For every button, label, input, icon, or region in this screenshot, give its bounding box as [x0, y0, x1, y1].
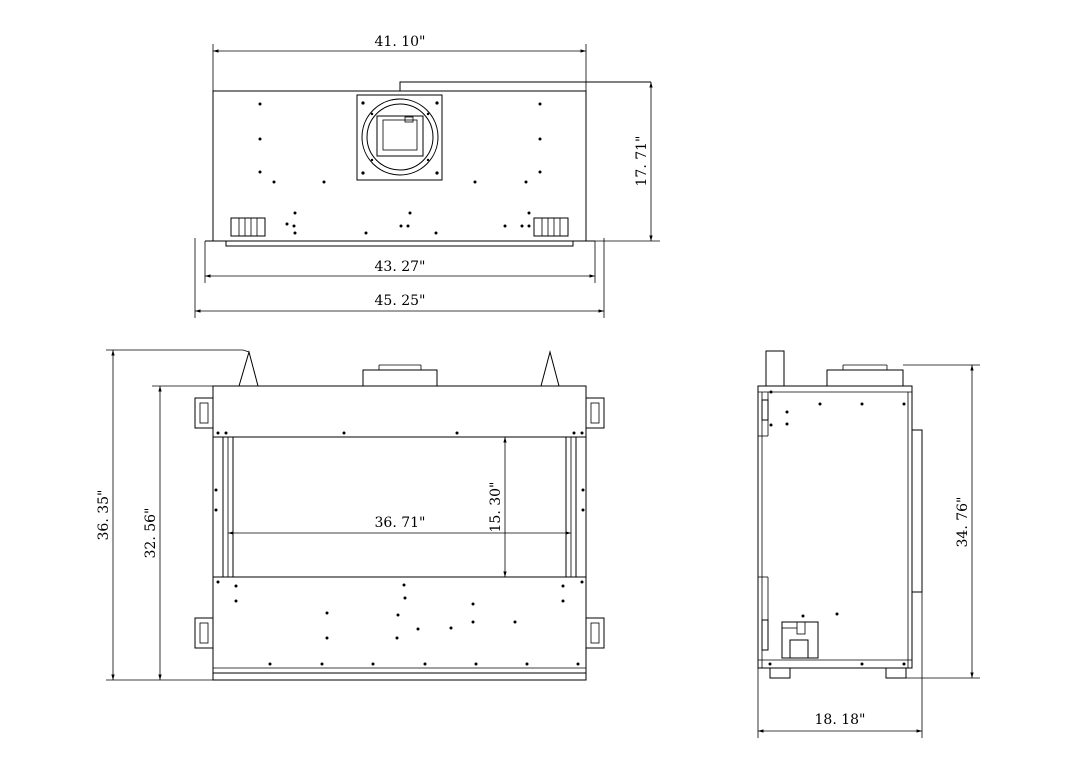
- dimension-front-body-height: 32. 56": [143, 385, 213, 680]
- bracket-right: [533, 217, 569, 237]
- dimension-front-overall-height: 36. 35": [96, 349, 250, 681]
- dim-label-36-35: 36. 35": [96, 490, 112, 541]
- bracket-left: [230, 217, 266, 237]
- dimension-top-width: 41. 10": [212, 34, 587, 91]
- dim-label-15-30: 15. 30": [488, 482, 504, 533]
- front-view: 36. 35" 32. 56" 36. 71" 15. 30": [96, 349, 605, 681]
- dimension-opening-width: 36. 71": [228, 515, 571, 535]
- dim-label-45-25: 45. 25": [375, 293, 426, 309]
- dimension-side-height: 34. 76": [903, 364, 980, 679]
- dim-label-43-27: 43. 27": [375, 259, 426, 275]
- screw-holes: [258, 102, 542, 235]
- dim-label-17-71: 17. 71": [634, 136, 650, 187]
- dim-label-18-18: 18. 18": [815, 712, 866, 728]
- dim-label-34-76: 34. 76": [955, 497, 971, 548]
- dim-label-36-71: 36. 71": [375, 515, 426, 531]
- dimension-top-depth: 17. 71": [595, 82, 660, 242]
- dimension-top-flange: 43. 27": [204, 241, 596, 283]
- vent-collar: [356, 94, 443, 181]
- dimension-opening-height: 15. 30": [488, 437, 507, 577]
- dimension-top-overall: 45. 25": [194, 238, 605, 318]
- control-box: [781, 621, 819, 659]
- front-brackets: [194, 397, 605, 649]
- front-screw-holes: [214, 431, 585, 666]
- side-screw-holes: [768, 390, 906, 666]
- dimension-side-depth: 18. 18": [757, 592, 923, 738]
- top-view: 41. 10" 17. 71" 43. 27" 45. 25": [194, 34, 660, 318]
- side-view: 34. 76" 18. 18": [757, 350, 980, 738]
- dim-label-41-10: 41. 10": [375, 34, 426, 50]
- dim-label-32-56: 32. 56": [143, 508, 159, 559]
